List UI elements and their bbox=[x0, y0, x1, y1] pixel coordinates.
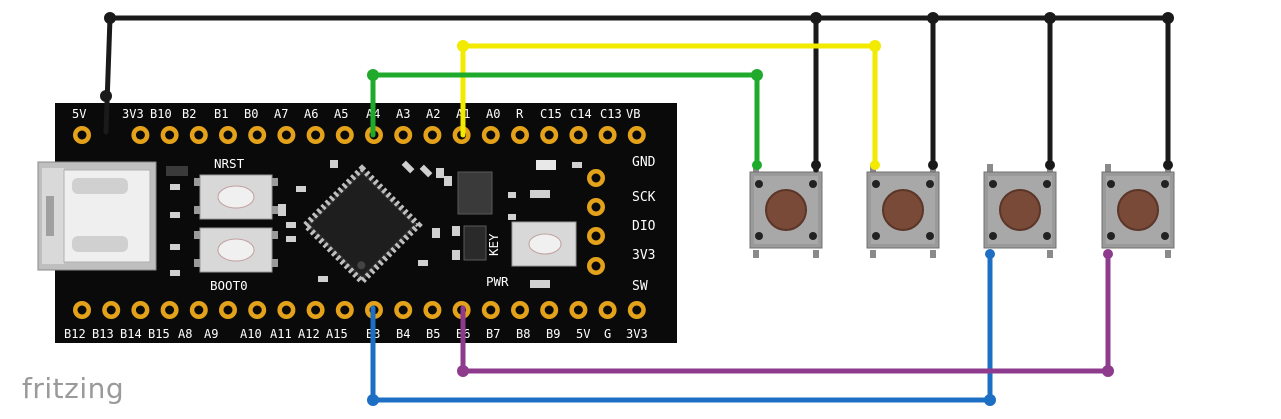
top-pin-label: VB bbox=[626, 107, 640, 121]
green-wire bbox=[370, 72, 760, 168]
blue-wire bbox=[370, 251, 993, 403]
bottom-pin-label: B15 bbox=[148, 327, 170, 341]
bottom-pin-label: B14 bbox=[120, 327, 142, 341]
top-pin-label: B10 bbox=[150, 107, 172, 121]
side-pin-label: GND bbox=[632, 155, 656, 170]
side-pin-label: SW bbox=[632, 279, 648, 294]
bottom-pin-label: B7 bbox=[486, 327, 500, 341]
bottom-pin-label: A10 bbox=[240, 327, 262, 341]
top-pin-label: 5V bbox=[72, 107, 86, 121]
side-header-pins bbox=[587, 169, 605, 275]
tactile-button-3 bbox=[983, 164, 1057, 258]
bottom-pin-label: A8 bbox=[178, 327, 192, 341]
bottom-pin-label: B13 bbox=[92, 327, 114, 341]
top-pin-label: B2 bbox=[182, 107, 196, 121]
bottom-pin-label: B4 bbox=[396, 327, 410, 341]
top-pin-label: A2 bbox=[426, 107, 440, 121]
bottom-pin-label: 3V3 bbox=[626, 327, 648, 341]
tactile-button-4 bbox=[1101, 164, 1175, 258]
bottom-pin-label: A11 bbox=[270, 327, 292, 341]
bottom-pin-label: A15 bbox=[326, 327, 348, 341]
top-pin-label: A7 bbox=[274, 107, 288, 121]
bottom-pin-label: B5 bbox=[426, 327, 440, 341]
bottom-pin-label: B9 bbox=[546, 327, 560, 341]
usb-connector bbox=[37, 161, 157, 271]
top-pin-label: C13 bbox=[600, 107, 622, 121]
top-pin-label: C15 bbox=[540, 107, 562, 121]
nrst-button bbox=[194, 174, 278, 220]
top-pin-label: B0 bbox=[244, 107, 258, 121]
top-pin-label: C14 bbox=[570, 107, 592, 121]
side-pin-label: DIO bbox=[632, 219, 656, 234]
top-pin-label: A0 bbox=[486, 107, 500, 121]
smd-components bbox=[166, 160, 582, 288]
key-label: KEY bbox=[486, 233, 501, 256]
tactile-button-2 bbox=[866, 164, 940, 258]
yellow-wire bbox=[460, 43, 878, 168]
fritzing-logo: fritzing bbox=[22, 372, 125, 405]
boot0-label: BOOT0 bbox=[210, 278, 248, 293]
side-pin-label: SCK bbox=[632, 190, 656, 205]
tactile-buttons bbox=[749, 164, 1175, 258]
bottom-pin-label: B8 bbox=[516, 327, 530, 341]
wire-endpoints bbox=[100, 12, 1174, 406]
top-pin-label: A5 bbox=[334, 107, 348, 121]
top-pin-label: B1 bbox=[214, 107, 228, 121]
side-pin-label: 3V3 bbox=[632, 248, 655, 263]
top-header-pins bbox=[73, 126, 646, 144]
nrst-label: NRST bbox=[214, 156, 245, 171]
top-pin-label: R bbox=[516, 107, 524, 121]
top-pin-label: A6 bbox=[304, 107, 318, 121]
boot0-button bbox=[194, 227, 278, 273]
pwr-label: PWR bbox=[486, 274, 509, 289]
voltage-regulator bbox=[457, 171, 493, 215]
bottom-pin-label: A9 bbox=[204, 327, 218, 341]
bottom-pin-label: 5V bbox=[576, 327, 590, 341]
top-pin-label: 3V3 bbox=[122, 107, 144, 121]
key-button bbox=[511, 221, 577, 267]
tactile-button-1 bbox=[749, 164, 823, 258]
purple-wire bbox=[460, 251, 1111, 374]
diode bbox=[463, 225, 487, 261]
top-pin-label: A3 bbox=[396, 107, 410, 121]
mcu-chip bbox=[301, 164, 423, 286]
bottom-pin-label: A12 bbox=[298, 327, 320, 341]
bottom-pin-label: G bbox=[604, 327, 611, 341]
bottom-pin-label: B12 bbox=[64, 327, 86, 341]
